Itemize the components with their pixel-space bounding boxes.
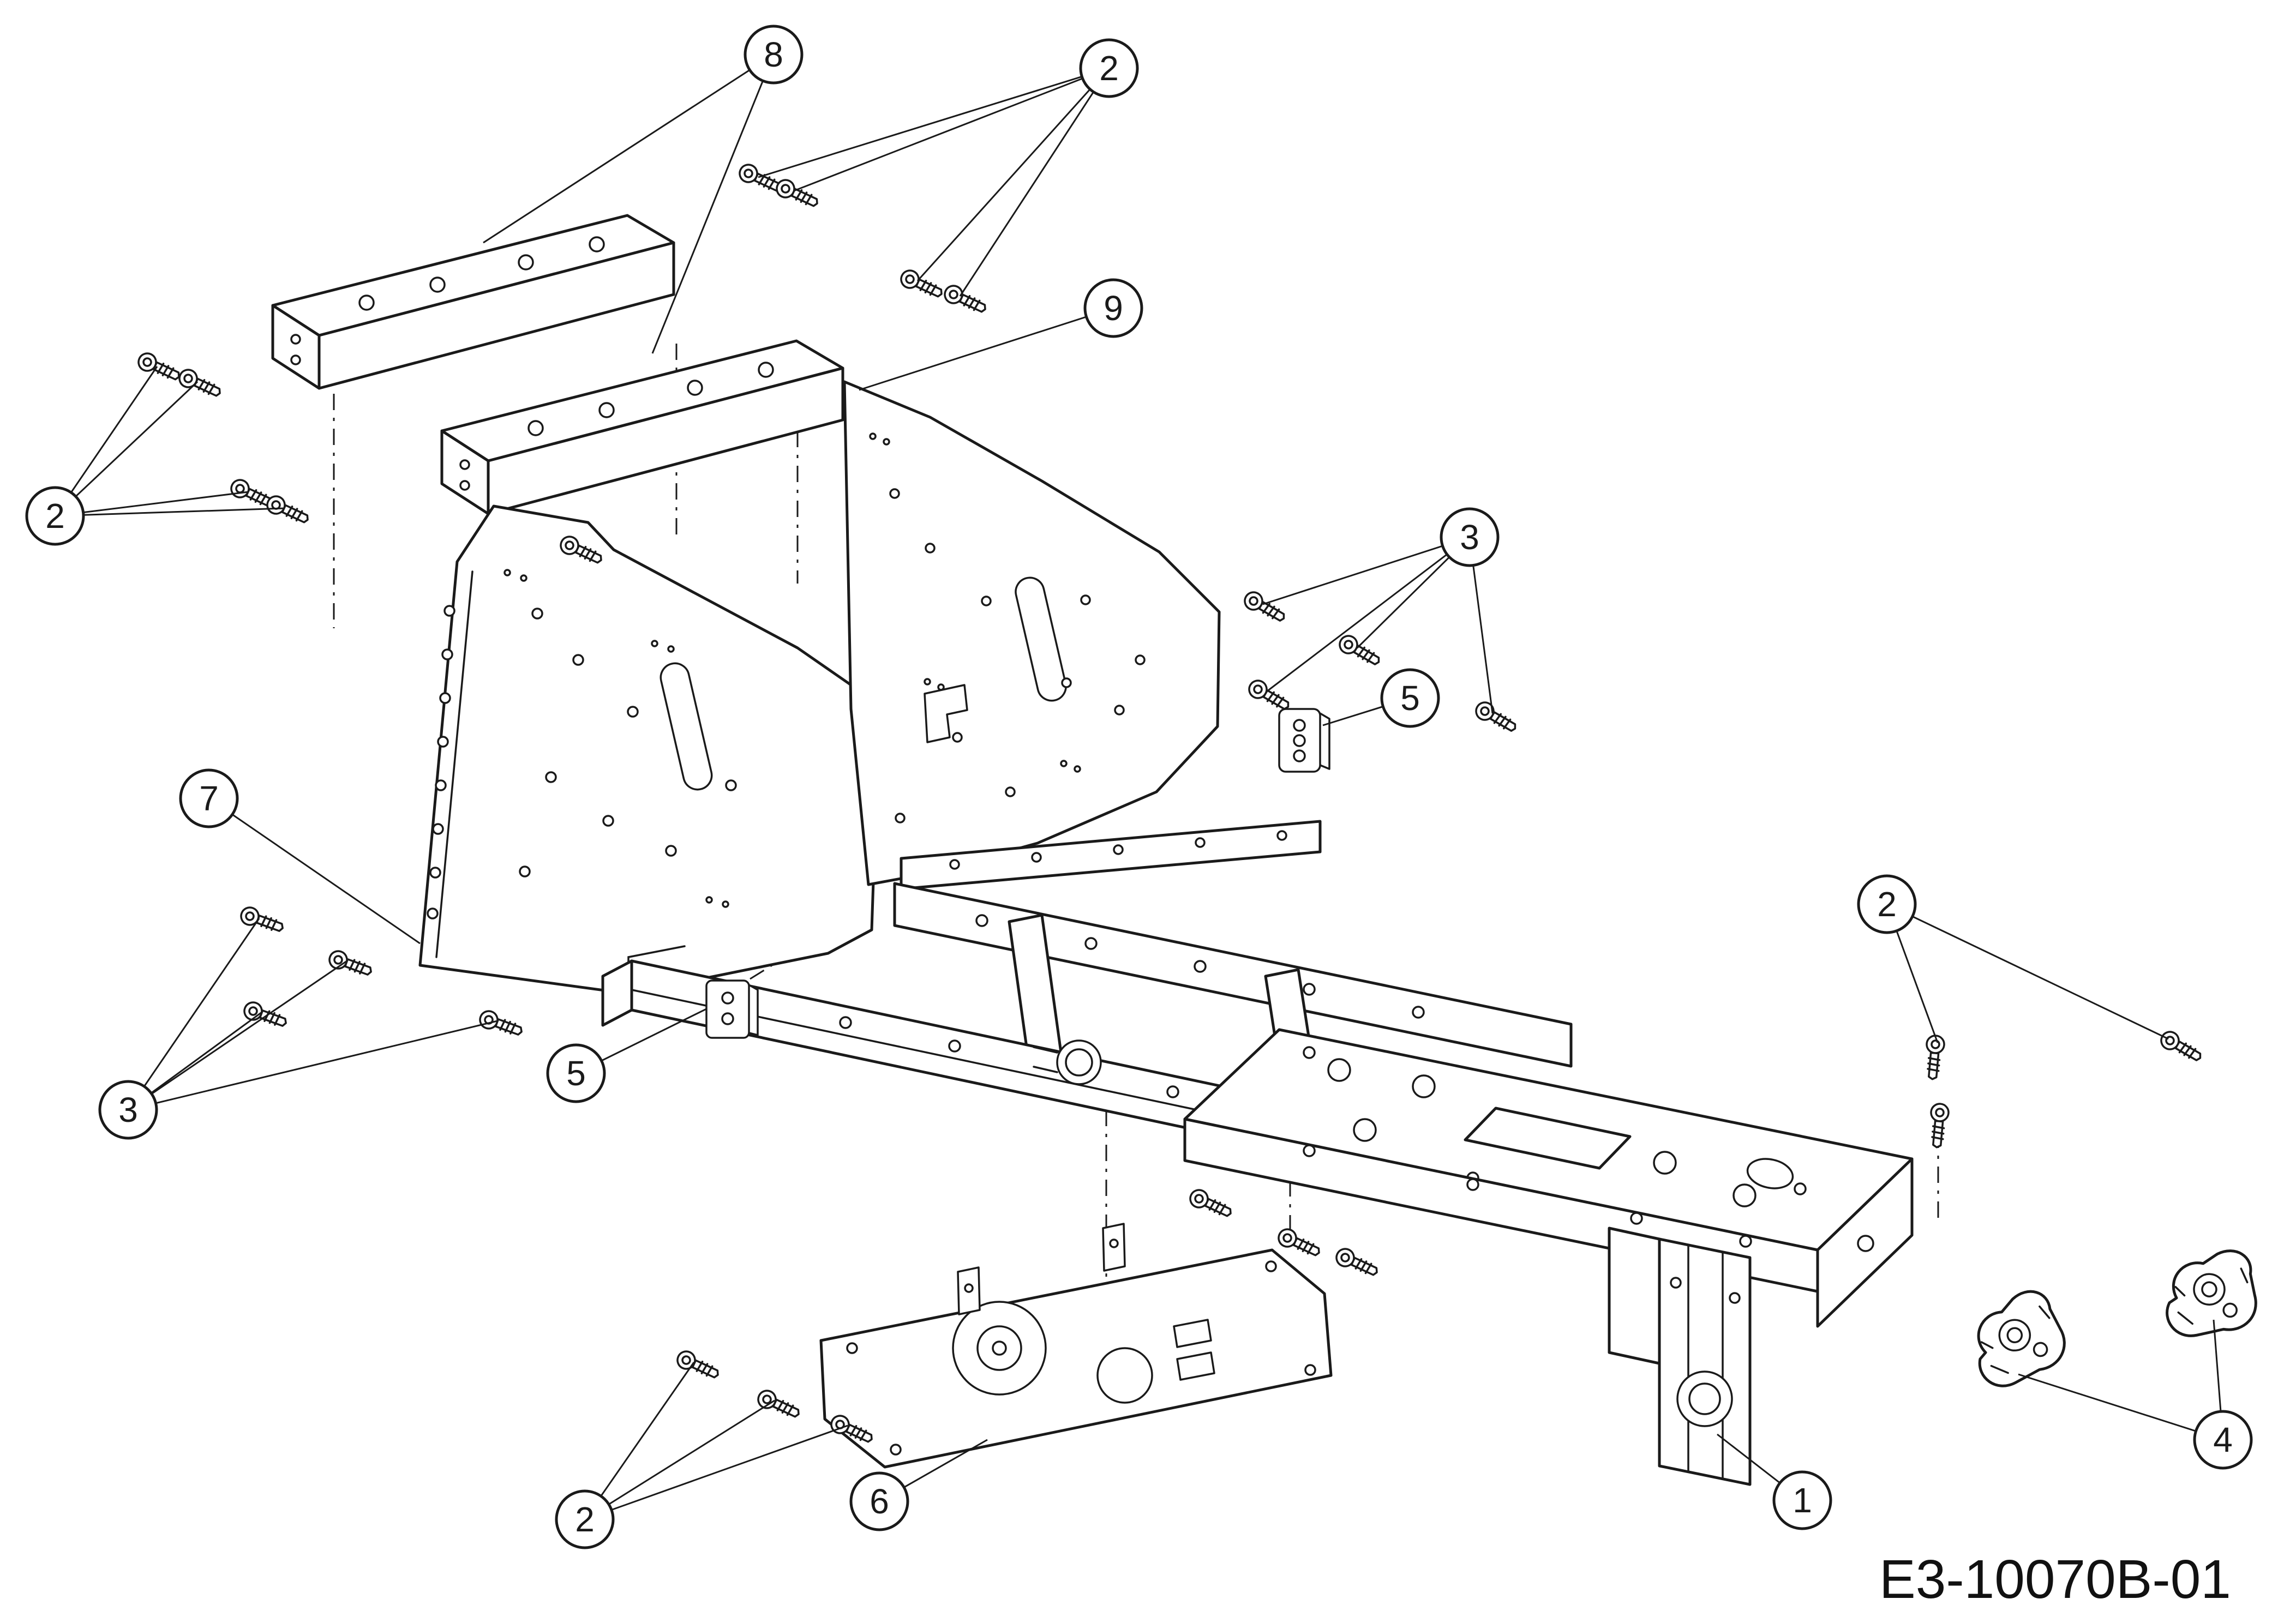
leader-line [916, 67, 1110, 282]
callout-2: 2 [1857, 874, 2169, 1043]
callout-label: 2 [45, 496, 65, 536]
callout-circle [849, 1471, 909, 1531]
callout-label: 2 [1877, 885, 1897, 924]
callout-label: 4 [2213, 1420, 2233, 1459]
callouts-layer: 8 2 9 2 3 5 7 2 3 5 2 6 1 4 [25, 25, 2253, 1549]
screw-icon [673, 1347, 723, 1384]
leader-line [793, 67, 1110, 192]
callout-circle [25, 486, 85, 546]
upper-mounting-bracket-right [442, 341, 843, 514]
callout-5: 5 [546, 1008, 707, 1103]
screw-icon [175, 365, 225, 402]
screw-icon [897, 266, 946, 303]
callout-circle [2193, 1410, 2253, 1470]
callout-label: 6 [870, 1482, 889, 1521]
callout-label: 3 [118, 1090, 138, 1129]
leader-line [128, 960, 347, 1111]
callout-label: 2 [1099, 49, 1119, 88]
left-side-panel [418, 504, 881, 995]
callout-label: 1 [1793, 1481, 1812, 1520]
screw-icon [1335, 632, 1384, 671]
callout-3: 3 [98, 918, 498, 1140]
callout-circle [1083, 278, 1143, 338]
screw-icon [1922, 1033, 1946, 1081]
callout-label: 7 [199, 779, 219, 818]
leader-line [2018, 1373, 2223, 1441]
callout-circle [555, 1489, 615, 1549]
callout-circle [1440, 507, 1500, 567]
leader-line [758, 67, 1110, 178]
callout-circle [179, 768, 239, 828]
frame-crossbar [900, 820, 1322, 891]
screw-icon [1245, 676, 1294, 716]
callout-5: 5 [1322, 668, 1440, 728]
main-frame [601, 882, 1914, 1486]
leader-line [127, 918, 260, 1110]
screw-icon [326, 947, 375, 981]
screw-icon [1274, 1225, 1324, 1262]
callout-circle [546, 1043, 606, 1103]
screw-icon [754, 1386, 804, 1423]
screw-icon [134, 349, 184, 386]
leader-line [54, 381, 199, 517]
callout-label: 9 [1104, 288, 1123, 328]
leader-line [651, 54, 775, 354]
callout-circle [1772, 1470, 1832, 1530]
screw-icon [237, 904, 287, 937]
spacer-block-lower [705, 979, 759, 1039]
screw-icon [263, 492, 313, 529]
callout-1: 1 [1717, 1433, 1832, 1530]
callout-circle [1380, 668, 1440, 728]
screw-icon [2157, 1027, 2206, 1067]
leader-line [208, 797, 421, 945]
callout-circle [1079, 38, 1139, 98]
leader-line [959, 68, 1110, 297]
callout-3: 3 [1262, 507, 1500, 714]
callout-8: 8 [483, 25, 804, 354]
callout-2: 2 [555, 1362, 848, 1549]
callout-4: 4 [2018, 1319, 2253, 1470]
leader-line [584, 1362, 695, 1520]
leader-line [1886, 903, 2169, 1040]
screw-icon [1927, 1102, 1951, 1149]
diagram-code: E3-10070B-01 [1879, 1549, 2231, 1610]
callout-9: 9 [859, 278, 1143, 391]
callout-7: 7 [179, 768, 421, 945]
callout-circle [98, 1080, 158, 1140]
leader-line [1266, 536, 1470, 693]
right-side-panel [843, 380, 1221, 886]
upper-mounting-bracket-left [273, 215, 674, 388]
callout-circle [744, 25, 804, 85]
callout-label: 2 [575, 1500, 595, 1539]
callout-label: 3 [1460, 518, 1479, 557]
callout-circle [1857, 874, 1917, 934]
leader-line [54, 366, 158, 516]
leader-line [55, 491, 249, 517]
callout-2: 2 [758, 38, 1139, 297]
bottom-plate [819, 1223, 1333, 1469]
screw-icon [1332, 1245, 1382, 1282]
leader-line [584, 1424, 848, 1520]
callout-label: 5 [566, 1054, 586, 1093]
leader-line [584, 1399, 775, 1520]
screw-icon [1240, 588, 1290, 627]
screw-icon [1472, 698, 1521, 737]
spacer-block-upper [1278, 708, 1330, 773]
leader-line [483, 53, 774, 244]
callout-label: 8 [764, 35, 783, 74]
leader-line [55, 507, 285, 517]
screw-icon [1186, 1186, 1236, 1223]
hitch-bracket-right [2165, 1245, 2261, 1343]
leader-line [128, 1020, 498, 1111]
callout-2: 2 [25, 366, 285, 546]
leader-line [859, 307, 1114, 391]
callout-label: 5 [1400, 678, 1420, 718]
leader-line [1262, 536, 1470, 605]
callout-6: 6 [849, 1439, 988, 1531]
